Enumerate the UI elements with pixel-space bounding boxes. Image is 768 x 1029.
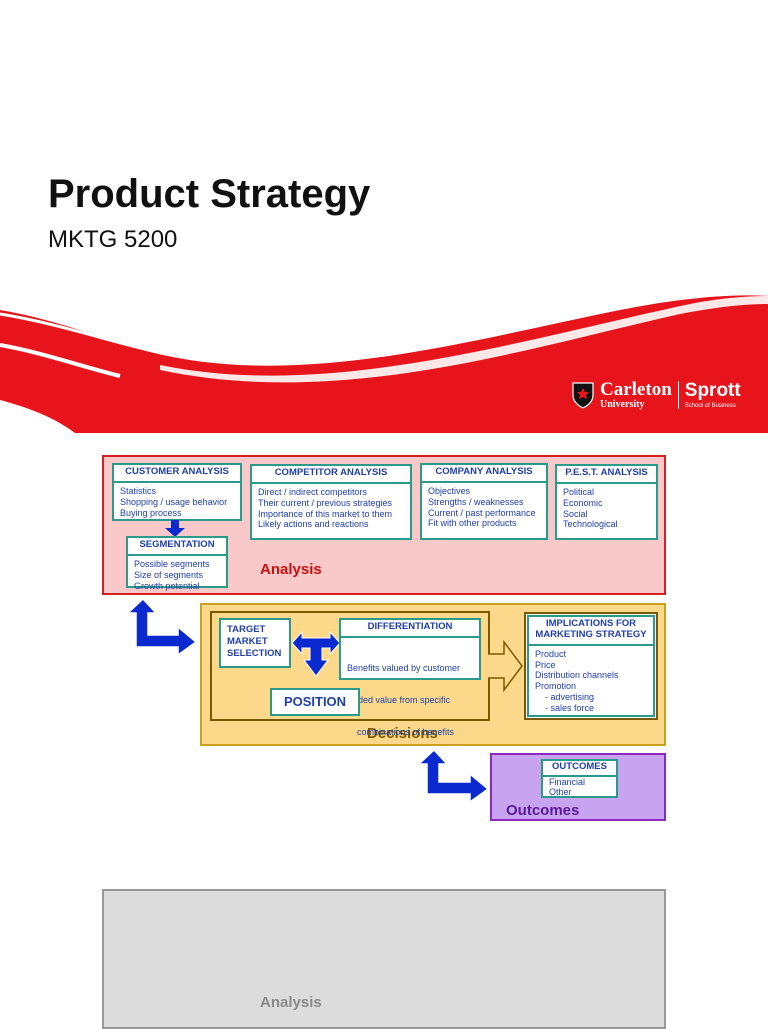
list-item: Product [535,648,567,659]
logo-carleton-sub: University [600,399,645,410]
outcomes-label: Outcomes [506,802,580,819]
chevron-right-icon [488,640,523,692]
list-item: Buying process [120,507,182,518]
next-slide-analysis-label: Analysis [260,994,322,1011]
segmentation-box: SEGMENTATION Possible segments Size of s… [126,536,228,591]
page-title: Product Strategy [48,172,371,216]
logo-divider [677,381,679,409]
analysis-label: Analysis [260,561,322,578]
list-item: Social [563,508,588,519]
segmentation-title: SEGMENTATION [128,538,226,556]
bent-arrow-icon [126,597,198,657]
position-box: POSITION [270,688,360,716]
list-item: Economic [563,497,603,508]
differentiation-title: DIFFERENTIATION [341,620,479,638]
list-item: Size of segments [134,569,204,580]
list-item: Current / past performance [428,507,536,518]
outcomes-title: OUTCOMES [543,761,616,777]
implications-box: IMPLICATIONS FOR MARKETING STRATEGY Prod… [527,615,655,717]
university-logo: Carleton University Sprott School of Bus… [572,380,741,410]
outcomes-box: OUTCOMES Financial Other [541,759,618,798]
outcomes-zone: Outcomes [490,753,666,821]
competitor-analysis-box: COMPETITOR ANALYSIS Direct / indirect co… [250,464,412,540]
list-item: Shopping / usage behavior [120,496,228,507]
list-item: Objectives [428,485,471,496]
implications-title: IMPLICATIONS FOR MARKETING STRATEGY [529,617,653,646]
down-arrow-icon [165,520,185,537]
list-item: Growth potential [134,580,200,591]
list-item: Likely actions and reactions [258,519,369,530]
pest-analysis-box: P.E.S.T. ANALYSIS Political Economic Soc… [555,464,658,540]
logo-sprott-sub: School of Business [684,403,736,409]
position-label: POSITION [283,694,347,709]
list-item: Technological [563,519,618,530]
list-item: Strengths / weaknesses [428,496,524,507]
list-item: Promotion [535,681,577,692]
bent-arrow-icon [417,748,490,804]
three-way-arrow-icon [292,630,340,677]
list-item: Added value from specific [347,694,451,705]
target-line: MARKET [227,635,268,647]
customer-analysis-title: CUSTOMER ANALYSIS [114,465,240,483]
list-item: Distribution channels [535,670,619,681]
company-analysis-box: COMPANY ANALYSIS Objectives Strengths / … [420,463,548,540]
list-item: Financial [549,776,586,787]
shield-icon [572,382,594,409]
logo-sprott-name: Sprott [684,380,741,401]
customer-analysis-box: CUSTOMER ANALYSIS Statistics Shopping / … [112,463,242,521]
target-line: SELECTION [227,647,282,659]
target-line: TARGET [227,624,266,635]
red-wave-banner [0,295,768,433]
list-item: Their current / previous strategies [258,497,393,508]
decisions-label: Decisions [367,725,438,742]
differentiation-box: DIFFERENTIATION Benefits valued by custo… [339,618,481,737]
list-item: - sales force [535,702,595,713]
company-analysis-title: COMPANY ANALYSIS [422,465,546,483]
page-subtitle: MKTG 5200 [48,226,178,253]
list-item: - advertising [535,692,595,703]
list-item: Importance of this market to them [258,508,393,519]
list-item: Possible segments [134,558,210,569]
list-item: combinations of benefits [347,727,455,738]
list-item: Fit with other products [428,518,517,529]
list-item: Benefits valued by customer [347,662,461,673]
target-market-box: TARGET MARKET SELECTION [219,618,291,668]
next-slide-panel [102,889,666,1029]
list-item: Direct / indirect competitors [258,486,368,497]
list-item: Statistics [120,485,157,496]
list-item: Political [563,486,595,497]
pest-analysis-title: P.E.S.T. ANALYSIS [557,466,656,484]
list-item: Other [549,786,572,797]
logo-carleton-name: Carleton [600,379,672,400]
competitor-analysis-title: COMPETITOR ANALYSIS [252,466,410,484]
list-item: Price [535,659,556,670]
